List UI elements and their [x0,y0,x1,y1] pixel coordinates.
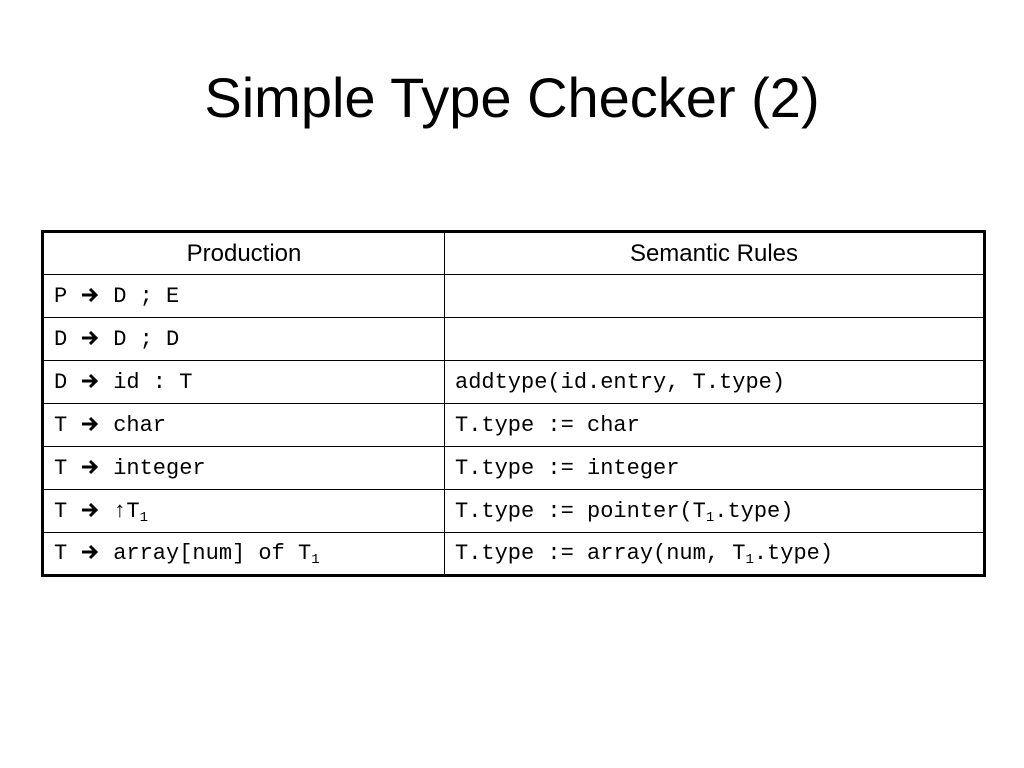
subscript: 1 [745,552,754,568]
right-arrow-icon [82,287,99,302]
semantic-rule-cell [444,317,985,361]
production-lhs: T [54,455,68,481]
production-lhs: P [54,283,68,309]
semantic-rule-text: .type) [714,498,794,524]
right-arrow-icon [82,459,99,474]
semantic-rule-cell: T.type := array(num, T1.type) [444,532,985,576]
production-cell: P D ; E [42,274,445,318]
production-rhs: D ; E [113,283,180,309]
right-arrow-icon [82,502,99,517]
subscript: 1 [311,552,320,568]
table-row: T↑T1 T.type := pointer(T1.type) [42,489,985,533]
production-rhs: D ; D [113,326,180,352]
semantic-rule-text: .type) [753,541,834,566]
right-arrow-icon [82,330,99,345]
production-cell: T ↑T1 [42,489,445,533]
production-lhs: T [54,541,68,566]
production-rhs: char [113,412,167,438]
production-rhs: integer [113,455,206,481]
production-lhs: T [54,412,68,438]
semantic-rule-cell: addtype(id.entry, T.type) [444,360,985,404]
production-rhs-text: array[num] of T [113,541,312,566]
semantic-rule-text: T.type := pointer(T [455,498,706,524]
semantic-rule-cell [444,274,985,318]
subscript: 1 [139,509,149,526]
semantic-rule-cell: T.type := char [444,403,985,447]
production-lhs: T [54,498,68,524]
production-rhs: array[num] of T1 [113,541,320,568]
table-row: P D ; E [42,274,985,318]
production-column-header: Production [42,231,445,275]
right-arrow-icon [82,544,99,560]
production-rhs: ↑T1 [113,498,149,526]
production-rhs-text: ↑T [113,498,140,524]
slide-title: Simple Type Checker (2) [204,66,820,129]
semantic-rule-text: T.type := array(num, T [455,541,746,566]
semantic-rule-cell: T.type := integer [444,446,985,490]
table-header-row: Production Semantic Rules [42,231,985,275]
production-rhs: id : T [113,369,193,395]
semantic-rule-cell: T.type := pointer(T1.type) [444,489,985,533]
production-cell: D D ; D [42,317,445,361]
production-lhs: D [54,369,68,395]
right-arrow-icon [82,373,99,388]
production-lhs: D [54,326,68,352]
subscript: 1 [705,509,715,526]
right-arrow-icon [82,416,99,431]
table-row: D D ; D [42,317,985,361]
semantic-rules-column-header: Semantic Rules [444,231,985,275]
